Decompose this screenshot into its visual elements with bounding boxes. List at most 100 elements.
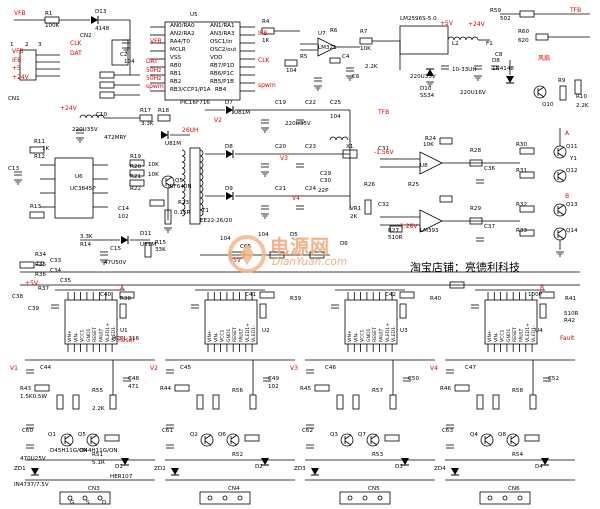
- resistor: [399, 303, 407, 319]
- part-label: A: [565, 130, 570, 137]
- resistor: [359, 37, 373, 45]
- part-label: Q5: [175, 178, 183, 184]
- transistor: [366, 433, 380, 447]
- part-label: C29: [320, 171, 331, 177]
- part-label: V3: [290, 365, 298, 372]
- part-label: HER107: [110, 474, 133, 480]
- part-label: C44: [40, 365, 51, 371]
- part-label: CLK: [258, 57, 271, 64]
- resistor: [109, 394, 117, 410]
- diode-body: [121, 236, 128, 244]
- resistor: [29, 146, 45, 154]
- part-label: 100P: [528, 292, 543, 298]
- resistor: [99, 81, 115, 89]
- gate-connector: [479, 491, 531, 505]
- part-label: T1: [201, 208, 209, 214]
- part-label: R28: [470, 148, 481, 154]
- u6-uc3845: [54, 157, 94, 219]
- diode-body: [31, 468, 39, 475]
- transistor: [200, 433, 214, 447]
- lm2596-regulator: [399, 25, 449, 55]
- part-label: R20: [130, 164, 141, 170]
- part-label: RB7/P1D: [210, 63, 234, 69]
- part-label: 3: [38, 42, 42, 48]
- resistor: [559, 85, 567, 101]
- part-label: TFB: [569, 7, 581, 14]
- resistor: [364, 199, 372, 215]
- part-label: R53: [372, 452, 383, 458]
- part-label: U8: [420, 163, 428, 169]
- diode-body: [121, 458, 129, 465]
- part-label: C46: [325, 365, 336, 371]
- diode-body: [226, 106, 233, 114]
- part-label: DAT: [146, 58, 158, 65]
- part-label: VFB: [150, 38, 162, 45]
- part-label: 5.1R: [92, 460, 105, 466]
- part-label: C14: [118, 206, 129, 212]
- part-label: R60: [518, 29, 529, 35]
- resistor: [29, 211, 45, 219]
- inductor: [181, 149, 186, 217]
- part-label: RB1: [170, 71, 182, 77]
- part-label: C52: [548, 376, 559, 382]
- transistor: [226, 433, 240, 447]
- part-label: 47U50V: [104, 260, 126, 266]
- diode: [121, 458, 129, 466]
- part-label: R38: [120, 296, 131, 302]
- part-label: R1: [45, 11, 53, 17]
- part-label: D2: [255, 464, 263, 470]
- wire: [230, 434, 238, 440]
- part-label: 33K: [155, 247, 166, 253]
- part-label: 1.5K0.5W: [20, 394, 47, 400]
- resistor: [519, 205, 535, 213]
- part-label: 2.2K: [365, 64, 378, 70]
- part-label: Q14: [566, 228, 578, 234]
- pin-label: RESET: [232, 327, 238, 342]
- part-label: R5: [300, 54, 308, 60]
- wire: [165, 182, 173, 188]
- pin: [487, 495, 493, 501]
- part-label: C50: [408, 376, 419, 382]
- part-label: 2.2K: [92, 406, 105, 412]
- part-label: Q8: [498, 432, 506, 438]
- diode-body: [91, 16, 98, 24]
- part-label: Fault: [560, 335, 575, 342]
- part-label: R14: [80, 242, 91, 248]
- transistor: [553, 203, 567, 217]
- pin-label: RESET: [92, 327, 98, 342]
- wire: [557, 146, 565, 152]
- part-label: C8: [495, 52, 503, 58]
- inductor: [447, 36, 479, 41]
- part-label: C49: [268, 376, 279, 382]
- opamp: [419, 151, 443, 175]
- resistor: [164, 209, 172, 225]
- cn1-connector: [19, 49, 37, 81]
- part-label: 10-33UH: [452, 67, 477, 73]
- part-label: IFB: [12, 57, 21, 64]
- part-label: 26UH: [182, 127, 199, 134]
- part-label: D44H11G/ON: [80, 448, 118, 454]
- resistor: [72, 394, 80, 410]
- diode-body: [311, 468, 319, 475]
- part-label: R24: [425, 136, 436, 142]
- part-label: R29: [470, 206, 481, 212]
- part-label: 10K: [360, 46, 371, 52]
- wiring: [14, 13, 590, 481]
- part-label: AN0/RA0: [170, 23, 195, 29]
- diode: [541, 458, 549, 466]
- pin-label: VLED1-: [531, 325, 537, 342]
- hcpl316-driver: [344, 299, 398, 345]
- part-label: 502: [500, 16, 511, 22]
- pin-label: RESET: [372, 327, 378, 342]
- part-label: CN3: [88, 486, 100, 492]
- pin-label: FAULT: [99, 328, 105, 342]
- part-label: CN1: [8, 96, 20, 102]
- diode: [91, 16, 99, 24]
- part-label: R56: [232, 388, 243, 394]
- resistor: [519, 147, 535, 155]
- part-label: D13: [95, 9, 107, 15]
- part-label: 3.3K: [80, 234, 93, 240]
- wire: [204, 440, 212, 446]
- part-label: V2: [214, 117, 222, 124]
- part-label: R15: [155, 240, 166, 246]
